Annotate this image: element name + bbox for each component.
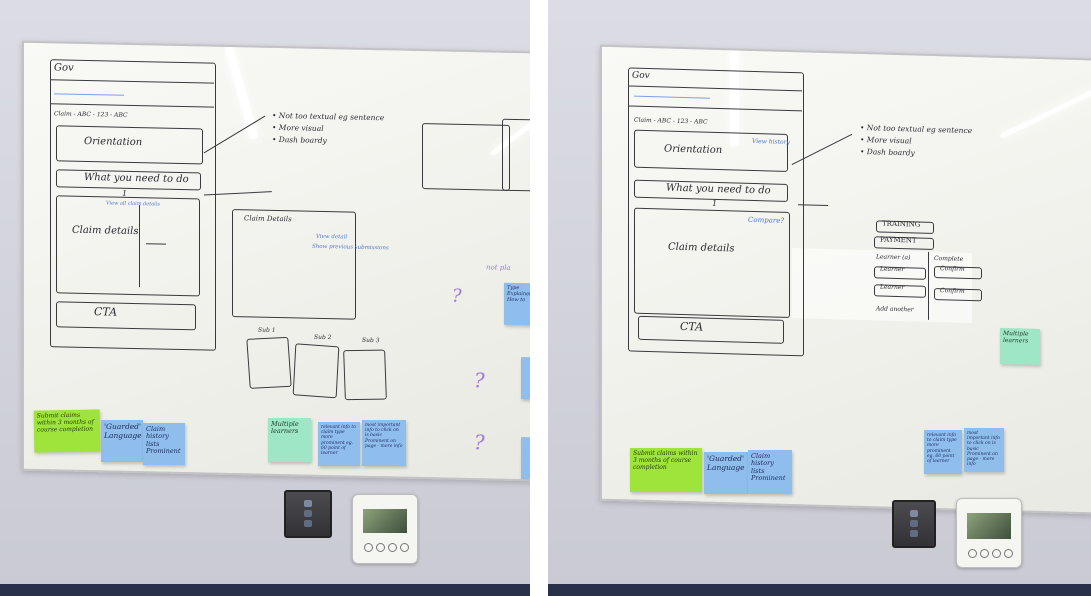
sketch-box [422, 123, 510, 191]
sticky-note-mint: Multiple learners [1000, 327, 1040, 365]
sticky-note-green: Submit claims within 3 months of course … [33, 409, 101, 453]
light-glare [224, 45, 260, 141]
left-photo: Gov Claim - ABC - 123 - ABC Orientation … [0, 0, 530, 596]
claim-details-box [56, 195, 200, 297]
sticky-note-green: Submit claims within 3 months of course … [630, 448, 702, 492]
claim-details-label: Claim details [72, 224, 139, 238]
sticky-note-edge [521, 437, 530, 480]
sticky-note-edge [521, 357, 530, 400]
sticky-note-blue: 'Guarded' Language [704, 452, 748, 494]
light-switch-icon [892, 500, 936, 548]
orientation-label: Orientation [84, 135, 143, 149]
cta-box [638, 315, 784, 344]
sticky-note-blue: 'Guarded' Language [101, 420, 143, 462]
light-glare [999, 65, 1091, 139]
sticky-note-mint: Multiple learners [268, 418, 311, 462]
claim-details-panel [232, 209, 356, 320]
whiteboard-right: Gov Claim - ABC - 123 - ABC Orientation … [600, 44, 1091, 516]
thermostat-icon [352, 494, 418, 564]
cta-label: CTA [94, 305, 118, 319]
light-switch-icon [284, 490, 332, 538]
cta-box [56, 301, 196, 331]
sketch-box [502, 118, 530, 192]
sticky-note-edge: Type Explained How to [504, 282, 530, 326]
sticky-note-blue: Claim history lists Prominent [748, 450, 792, 494]
sticky-note-blue: relevant info to claim type more promine… [318, 422, 360, 466]
gov-label: Gov [54, 62, 74, 74]
sticky-note-blue: most important info to click on is basic… [362, 420, 406, 466]
what-you-need-label: What you need to do [84, 171, 189, 186]
sticky-note-blue: relevant info to claim type more promine… [924, 430, 962, 474]
sticky-note-blue: Claim history lists Prominent [143, 423, 185, 465]
sticky-note-blue: most important info to click on is basic… [964, 428, 1004, 472]
right-photo: Gov Claim - ABC - 123 - ABC Orientation … [548, 0, 1091, 596]
thermostat-icon [956, 498, 1022, 568]
